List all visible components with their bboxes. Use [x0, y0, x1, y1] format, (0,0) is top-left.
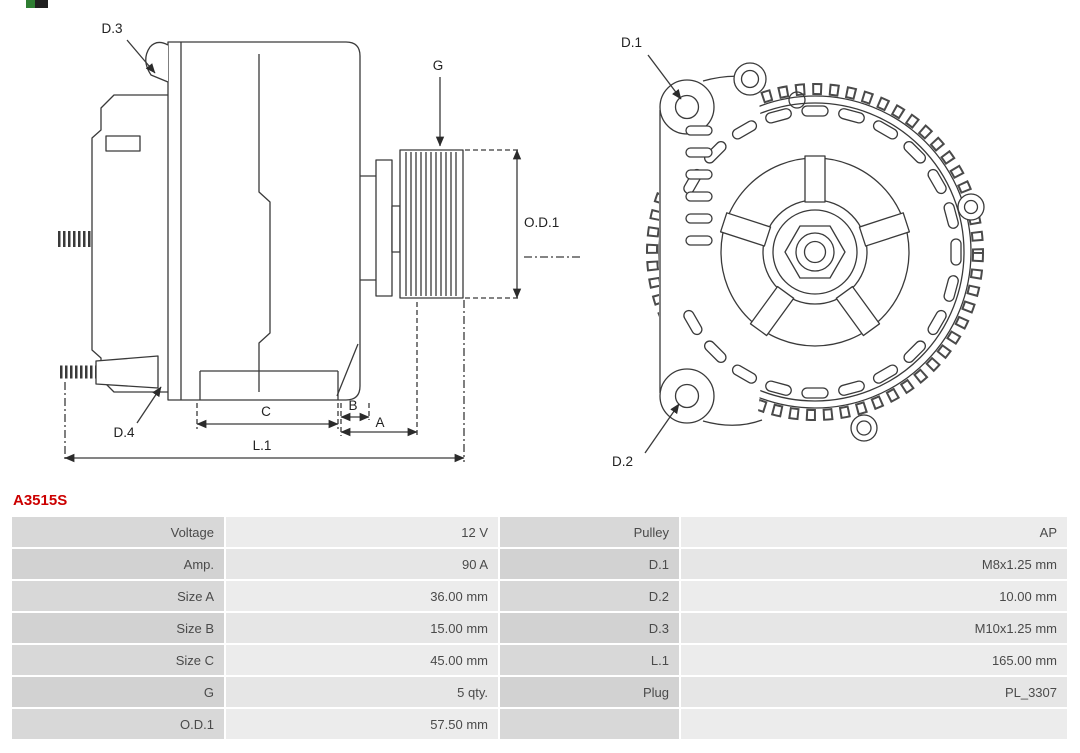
label-d1: D.1	[621, 35, 642, 50]
alternator-diagram-svg: D.3 G O.D.1 D.4 C B A L.1 D.1 D.2	[58, 21, 985, 469]
spec-row: Size A 36.00 mm D.2 10.00 mm	[12, 581, 1067, 611]
shaft-stub	[391, 205, 401, 253]
spec-value-cell: M10x1.25 mm	[681, 613, 1067, 643]
boss-right-hole	[963, 199, 979, 215]
alternator-front-view	[644, 54, 985, 454]
spacer	[375, 159, 393, 297]
spec-row: Size B 15.00 mm D.3 M10x1.25 mm	[12, 613, 1067, 643]
spec-value-cell: PL_3307	[681, 677, 1067, 707]
left-vent-slots	[685, 125, 713, 246]
bolt-boss	[95, 355, 159, 389]
od1-extension-lines	[465, 149, 520, 299]
label-c: C	[261, 404, 271, 419]
spec-value-cell: 165.00 mm	[681, 645, 1067, 675]
spec-row: Voltage 12 V Pulley AP	[12, 517, 1067, 547]
nut-washer	[795, 232, 835, 272]
leader-d2	[644, 403, 680, 454]
label-a: A	[375, 415, 384, 430]
spec-label-cell: Plug	[500, 677, 679, 707]
page-corner-artifact	[26, 0, 48, 8]
spec-value-cell: 15.00 mm	[226, 613, 498, 643]
spec-label-cell: O.D.1	[12, 709, 224, 739]
boss-top-2-hole	[788, 91, 806, 109]
label-b: B	[348, 398, 357, 413]
rear-housing-detail	[105, 135, 141, 152]
spec-label-cell: D.3	[500, 613, 679, 643]
spec-row: G 5 qty. Plug PL_3307	[12, 677, 1067, 707]
boss-right	[957, 193, 985, 221]
spec-value-cell: 57.50 mm	[226, 709, 498, 739]
corner-artifact-green-block	[26, 0, 35, 8]
front-housing-outline	[167, 41, 361, 401]
spec-value-cell: 36.00 mm	[226, 581, 498, 611]
label-g: G	[433, 58, 444, 73]
corner-artifact-dark-block	[35, 0, 48, 8]
spec-value-cell	[681, 709, 1067, 739]
spec-label-cell: Pulley	[500, 517, 679, 547]
spec-row: O.D.1 57.50 mm	[12, 709, 1067, 739]
part-number: A3515S	[13, 492, 68, 509]
housing-joint-step	[258, 54, 271, 392]
spec-value-cell: M8x1.25 mm	[681, 549, 1067, 579]
mount-plate	[659, 79, 775, 424]
spec-value-cell: 12 V	[226, 517, 498, 547]
spec-value-cell: 45.00 mm	[226, 645, 498, 675]
rear-housing-outline	[91, 94, 168, 393]
top-lug-hole	[674, 94, 700, 120]
c-extension-lines	[196, 403, 339, 429]
label-od1: O.D.1	[524, 215, 559, 230]
spec-label-cell: D.1	[500, 549, 679, 579]
foot-lines	[199, 370, 339, 400]
spec-label-cell: L.1	[500, 645, 679, 675]
housing-taper	[336, 343, 359, 397]
mounting-ear-top	[145, 41, 169, 83]
spec-label-cell: Size A	[12, 581, 224, 611]
label-l1: L.1	[253, 438, 272, 453]
label-d2: D.2	[612, 454, 633, 469]
spec-table: Voltage 12 V Pulley AP Amp. 90 A D.1 M8x…	[10, 515, 1069, 741]
shaft-end	[803, 240, 827, 264]
leader-d1	[647, 54, 682, 100]
tooth-ring-white	[648, 85, 982, 419]
boss-bottom	[850, 414, 878, 442]
spec-value-cell: 10.00 mm	[681, 581, 1067, 611]
leader-d3	[126, 39, 156, 74]
mount-plate-bottom-edge	[702, 419, 763, 426]
spec-label-cell: Amp.	[12, 549, 224, 579]
boss-bottom-hole	[856, 420, 872, 436]
spec-label-cell: G	[12, 677, 224, 707]
boss-top-1-hole	[740, 69, 760, 89]
spec-label-cell: D.2	[500, 581, 679, 611]
boss-top-1	[733, 62, 767, 96]
spec-value-cell: 5 qty.	[226, 677, 498, 707]
bottom-lug-hole	[674, 383, 700, 409]
spec-row: Size C 45.00 mm L.1 165.00 mm	[12, 645, 1067, 675]
spec-label-cell: Size C	[12, 645, 224, 675]
spec-value-cell: 90 A	[226, 549, 498, 579]
spec-row: Amp. 90 A D.1 M8x1.25 mm	[12, 549, 1067, 579]
technical-drawing: D.3 G O.D.1 D.4 C B A L.1 D.1 D.2	[58, 21, 985, 469]
spec-value-cell: AP	[681, 517, 1067, 547]
spec-label-cell: Size B	[12, 613, 224, 643]
spec-label-cell: Voltage	[12, 517, 224, 547]
label-d4: D.4	[113, 425, 135, 440]
l1-extension-lines	[64, 300, 465, 462]
spec-label-cell	[500, 709, 679, 739]
pulley-ribs	[405, 152, 457, 296]
label-d3: D.3	[101, 21, 122, 36]
shaft-lines	[360, 175, 376, 281]
leader-d4	[136, 386, 162, 424]
alternator-side-view	[58, 39, 580, 463]
